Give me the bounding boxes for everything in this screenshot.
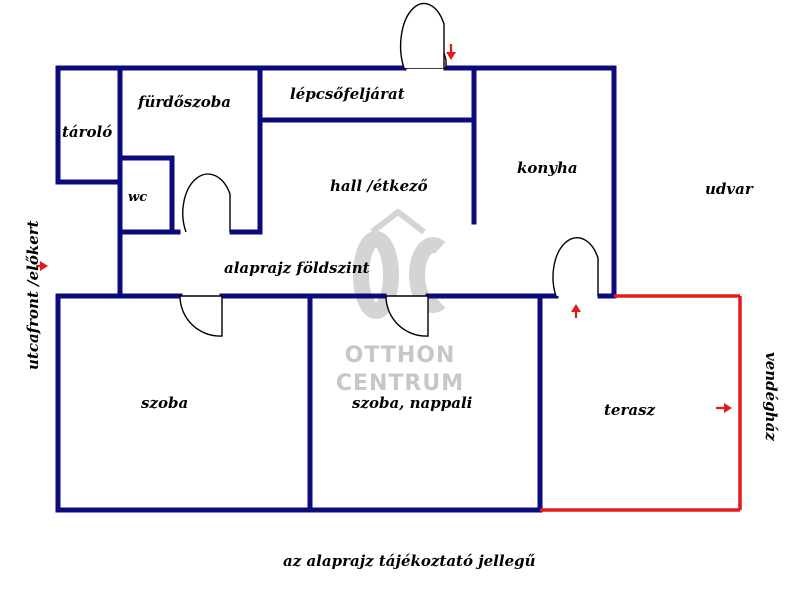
- side-label-right: vendégház: [762, 352, 780, 441]
- room-label-taroló: tároló: [62, 123, 112, 141]
- plan-label-alaprajz: alaprajz földszint: [224, 259, 370, 277]
- room-label-konyha: konyha: [517, 159, 578, 177]
- arrow-right-icon: [716, 403, 732, 413]
- room-label-hall: hall /étkező: [330, 177, 428, 195]
- entry-arrows: [36, 44, 732, 413]
- walls: [55, 65, 617, 513]
- footer-note: az alaprajz tájékoztató jellegű: [283, 552, 536, 570]
- watermark-c-shape: [409, 237, 446, 313]
- door-entrance-arc: [399, 2, 445, 69]
- room-label-furdoszoba: fürdőszoba: [137, 93, 231, 111]
- room-label-terasz: terasz: [604, 401, 656, 419]
- arrow-left-icon: [36, 261, 48, 271]
- room-label-szoba: szoba: [141, 394, 188, 412]
- doors: [179, 2, 599, 337]
- watermark-logo: OTTHON CENTRUM: [336, 208, 464, 396]
- terrace-outline: [540, 294, 742, 512]
- room-label-wc: wc: [128, 190, 147, 205]
- door-terrace: [552, 237, 599, 297]
- side-label-left: utcafront /előkert: [24, 220, 42, 370]
- room-label-lepcsofeljarat: lépcsőfeljárat: [290, 85, 405, 103]
- door-bathroom: [182, 173, 231, 233]
- arrow-up-icon: [571, 304, 581, 318]
- arrow-top-icon: [446, 44, 456, 60]
- area-label-udvar: udvar: [705, 180, 754, 198]
- watermark-line1: OTTHON: [345, 343, 456, 368]
- watermark-o-shape: [353, 231, 399, 319]
- watermark-hat-shape: [370, 208, 426, 235]
- room-label-nappali: szoba, nappali: [352, 394, 473, 412]
- door-living: [385, 295, 429, 337]
- watermark-line2: CENTRUM: [336, 371, 464, 396]
- door-room: [179, 295, 223, 337]
